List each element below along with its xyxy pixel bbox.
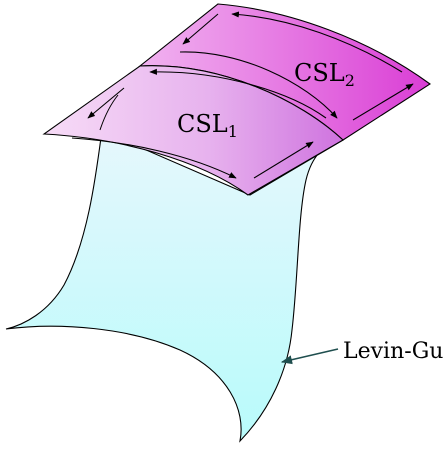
csl2-label: CSL2 xyxy=(294,59,355,90)
levin-gu-sheet xyxy=(5,129,344,443)
csl1-label: CSL1 xyxy=(177,110,238,141)
csl1-arrow-top xyxy=(149,68,327,119)
csl2-arrow-right xyxy=(352,83,414,121)
csl1-arrow-left xyxy=(87,87,125,119)
csl1-arrow-bottom xyxy=(71,137,237,179)
csl2-label-sub: 2 xyxy=(345,71,355,90)
csl1-label-main: CSL xyxy=(177,110,228,138)
sheet-front-edge xyxy=(99,94,119,131)
csl2-arrow-middle xyxy=(179,51,338,119)
csl2-arrow-left xyxy=(182,13,219,45)
levin-gu-pointer xyxy=(280,348,339,365)
csl1-label-sub: 1 xyxy=(228,122,238,141)
csl2-label-main: CSL xyxy=(294,59,345,87)
levin-gu-label: Levin-Gu xyxy=(343,339,443,364)
csl1-arrow-right xyxy=(253,141,314,179)
csl2-arrow-top xyxy=(231,11,403,73)
